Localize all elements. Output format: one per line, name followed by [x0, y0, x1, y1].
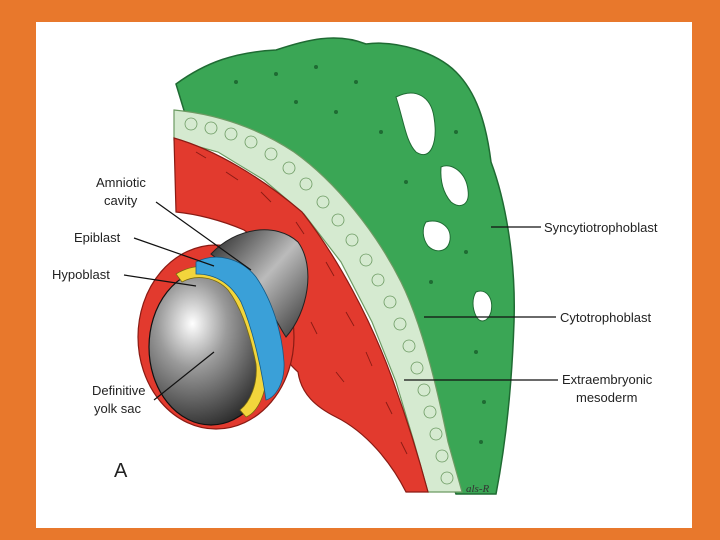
label-hypoblast-text: Hypoblast	[52, 267, 110, 282]
mesoderm-cells	[195, 151, 408, 455]
figure-panel: Amniotic cavity Epiblast Hypoblast Defin…	[36, 22, 692, 528]
label-cytotrophoblast-text: Cytotrophoblast	[560, 310, 651, 325]
lacuna	[440, 165, 469, 206]
label-extraembryonic-mesoderm: Extraembryonic mesoderm	[404, 372, 653, 405]
label-syncytiotrophoblast: Syncytiotrophoblast	[491, 220, 658, 235]
label-yolk-sac: Definitive yolk sac	[92, 351, 215, 416]
cytotrophoblast-cells	[184, 117, 454, 485]
label-extra-line2: mesoderm	[576, 390, 637, 405]
syncytium-nuclei	[234, 65, 486, 444]
label-cytotrophoblast: Cytotrophoblast	[424, 310, 651, 325]
artist-signature: als-R	[466, 483, 490, 495]
label-amniotic-cavity: Amniotic cavity	[96, 175, 252, 271]
panel-letter: A	[114, 460, 128, 482]
cytotrophoblast-layer	[173, 109, 463, 493]
label-hypoblast: Hypoblast	[52, 267, 197, 287]
lacuna	[422, 220, 451, 252]
lacuna	[395, 92, 436, 155]
label-amniotic-line2: cavity	[104, 193, 138, 208]
label-yolk-line1: Definitive	[92, 383, 145, 398]
epiblast-layer	[195, 256, 285, 401]
label-yolk-line2: yolk sac	[94, 401, 141, 416]
embryo-diagram: Amniotic cavity Epiblast Hypoblast Defin…	[52, 37, 658, 495]
label-syncytiotrophoblast-text: Syncytiotrophoblast	[544, 220, 658, 235]
lacuna	[472, 290, 493, 322]
label-extra-line1: Extraembryonic	[562, 372, 653, 387]
label-epiblast-text: Epiblast	[74, 230, 121, 245]
label-amniotic-line1: Amniotic	[96, 175, 146, 190]
label-epiblast: Epiblast	[74, 230, 215, 267]
